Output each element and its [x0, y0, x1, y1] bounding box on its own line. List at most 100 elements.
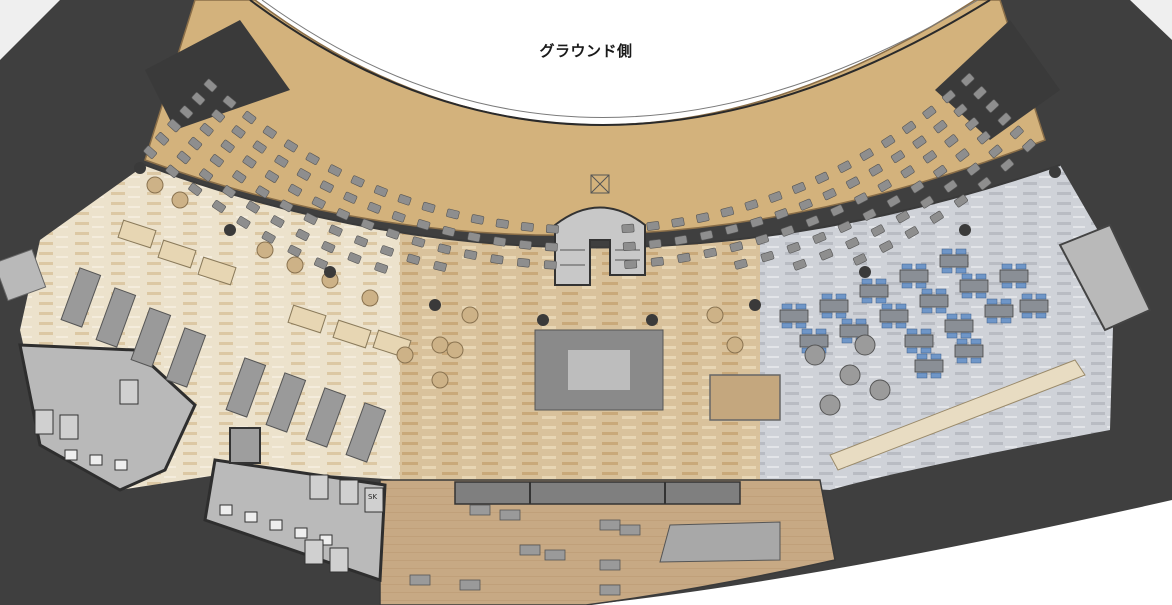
stand-seat [734, 258, 748, 270]
stand-seat [621, 223, 635, 234]
dining-table [265, 372, 307, 433]
cafe-chair [1021, 293, 1033, 300]
cafe-chair [946, 332, 958, 339]
stand-seat [798, 198, 813, 211]
cafe-chair [921, 288, 933, 295]
stand-seat [463, 249, 478, 260]
stand-seat [274, 154, 289, 168]
round-table [256, 241, 274, 259]
stand-block-left [145, 20, 290, 130]
stand-seat [236, 216, 251, 229]
toilet-fixture [89, 454, 103, 466]
cafe-table [999, 269, 1029, 283]
stand-seat [374, 262, 389, 274]
toilet-fixture [294, 527, 308, 539]
stand-seat [367, 202, 382, 214]
cafe-table [1019, 299, 1049, 313]
stand-seat [305, 152, 320, 165]
cafe-chair [921, 307, 933, 314]
sink-label: SK [368, 493, 377, 501]
stand-seat [922, 105, 937, 119]
cafe-table [779, 309, 809, 323]
stand-seat [545, 224, 559, 234]
stand-seat [933, 120, 948, 134]
column [959, 224, 971, 236]
cafe-table [984, 304, 1014, 318]
stand-seat [264, 170, 279, 183]
stand-seat [671, 217, 685, 228]
stand-seat [288, 183, 302, 197]
cafe-table [879, 309, 909, 323]
sofa-booth [157, 239, 197, 269]
stand-seat [516, 257, 531, 268]
round-cafe-table [869, 379, 891, 401]
cafe-chair [1015, 282, 1027, 289]
stand-seat [729, 241, 744, 253]
stand-seat [879, 240, 894, 253]
stand-seat [922, 150, 937, 164]
central-island-inner [568, 350, 630, 390]
cafe-chair [1001, 263, 1013, 270]
sofa-booth [332, 319, 372, 349]
stand-seat [960, 73, 975, 87]
stand-seat [441, 226, 456, 237]
stand-seat [179, 105, 194, 119]
column [429, 299, 441, 311]
cafe-chair [956, 338, 968, 345]
elevator-icon [229, 427, 261, 464]
service-fixture [469, 504, 491, 516]
stand-seat [720, 206, 735, 218]
stand-seat [242, 155, 257, 169]
cafe-chair [970, 338, 982, 345]
cafe-chair [970, 357, 982, 364]
stand-seat [518, 240, 532, 250]
stand-seat [360, 218, 375, 231]
stand-seat [977, 131, 991, 145]
stand-seat [493, 236, 507, 247]
stand-seat [852, 253, 867, 266]
stand-seat [397, 194, 412, 206]
cafe-chair [1001, 282, 1013, 289]
stand-seat [283, 139, 298, 153]
ground-side-label: グラウンド側 [539, 42, 633, 60]
column [646, 314, 658, 326]
sofa-booth [287, 304, 327, 334]
round-table [461, 306, 479, 324]
cafe-chair [801, 328, 813, 335]
cafe-table [939, 254, 969, 268]
stand-seat [544, 242, 558, 252]
stand-seat [854, 192, 869, 205]
service-fixture [544, 549, 566, 561]
cafe-chair [916, 353, 928, 360]
stand-seat [768, 191, 783, 203]
cafe-chair [960, 313, 972, 320]
cafe-table [819, 299, 849, 313]
stand-seat [622, 241, 636, 252]
stand-seat [977, 176, 992, 191]
stand-seat [319, 180, 334, 193]
stand-seat [646, 221, 660, 231]
stand-seat [954, 194, 968, 208]
stand-seat [232, 170, 247, 184]
dining-table [95, 287, 137, 348]
stand-seat [973, 86, 987, 100]
cafe-chair [955, 248, 967, 255]
stand-seat [965, 117, 980, 131]
stand-seat [791, 182, 806, 194]
cafe-chair [1000, 317, 1012, 324]
stand-seat [910, 180, 925, 194]
toilet-fixture [64, 449, 78, 461]
stand-seat [805, 215, 820, 228]
cafe-chair [795, 322, 807, 329]
stand-seat [437, 243, 452, 255]
cafe-chair [916, 372, 928, 379]
stand-seat [881, 135, 896, 148]
cafe-chair [946, 313, 958, 320]
stand-seat [386, 228, 400, 240]
stand-seat [792, 259, 807, 271]
stand-seat [303, 212, 318, 225]
stand-seat [933, 165, 948, 178]
cafe-chair [815, 328, 827, 335]
structural-columns [134, 162, 1061, 326]
round-cafe-table [804, 344, 826, 366]
